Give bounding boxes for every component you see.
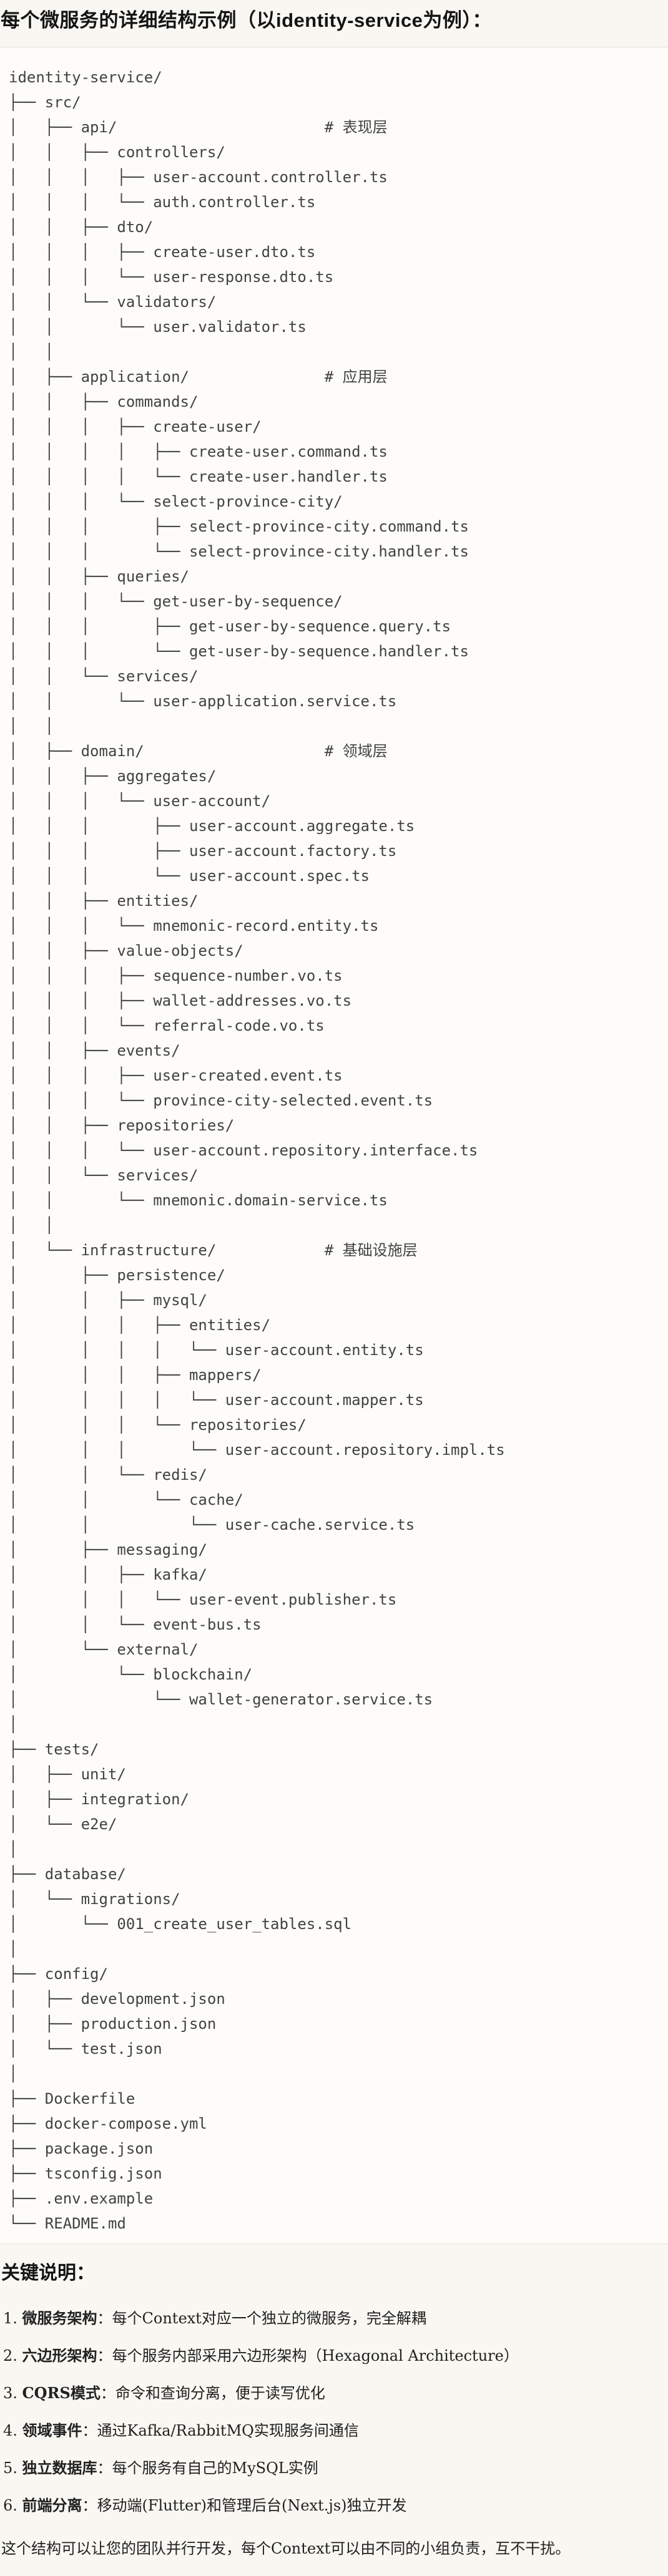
note-number: 1. bbox=[3, 2310, 22, 2327]
note-text: ：每个服务有自己的MySQL实例 bbox=[97, 2459, 318, 2477]
note-item: 4. 领域事件：通过Kafka/RabbitMQ实现服务间通信 bbox=[3, 2419, 666, 2442]
note-text: ：通过Kafka/RabbitMQ实现服务间通信 bbox=[82, 2422, 359, 2439]
notes-heading: 关键说明： bbox=[1, 2263, 95, 2283]
note-label: 独立数据库 bbox=[22, 2459, 97, 2477]
note-item: 6. 前端分离：移动端(Flutter)和管理后台(Next.js)独立开发 bbox=[3, 2494, 666, 2517]
note-item: 5. 独立数据库：每个服务有自己的MySQL实例 bbox=[3, 2456, 666, 2480]
closing-note: 这个结构可以让您的团队并行开发，每个Context可以由不同的小组负责，互不干扰… bbox=[1, 2540, 571, 2557]
notes-list: 1. 微服务架构：每个Context对应一个独立的微服务，完全解耦 2. 六边形… bbox=[3, 2306, 666, 2517]
note-label: 六边形架构 bbox=[22, 2346, 97, 2365]
note-item: 1. 微服务架构：每个Context对应一个独立的微服务，完全解耦 bbox=[3, 2306, 666, 2330]
note-number: 3. bbox=[3, 2384, 22, 2402]
page-title: 每个微服务的详细结构示例（以identity-service为例）： bbox=[1, 9, 492, 31]
note-text: ：移动端(Flutter)和管理后台(Next.js)独立开发 bbox=[82, 2497, 407, 2514]
note-number: 5. bbox=[3, 2459, 22, 2477]
note-text: ：每个Context对应一个独立的微服务，完全解耦 bbox=[97, 2310, 426, 2327]
note-text: ：每个服务内部采用六边形架构（Hexagonal Architecture） bbox=[97, 2347, 519, 2365]
directory-tree: identity-service/ ├── src/ │ ├── api/ # … bbox=[9, 69, 505, 2232]
note-item: 2. 六边形架构：每个服务内部采用六边形架构（Hexagonal Archite… bbox=[3, 2344, 666, 2368]
note-label: 微服务架构 bbox=[22, 2309, 97, 2327]
note-text: ：命令和查询分离，便于读写优化 bbox=[100, 2384, 325, 2402]
note-number: 4. bbox=[3, 2422, 22, 2439]
directory-tree-panel: identity-service/ ├── src/ │ ├── api/ # … bbox=[0, 47, 668, 2244]
notes-section: 关键说明： 1. 微服务架构：每个Context对应一个独立的微服务，完全解耦 … bbox=[0, 2261, 668, 2561]
note-label: 前端分离 bbox=[22, 2496, 82, 2514]
note-item: 3. CQRS模式：命令和查询分离，便于读写优化 bbox=[3, 2381, 666, 2405]
note-number: 6. bbox=[3, 2497, 22, 2514]
note-label: CQRS模式 bbox=[22, 2384, 101, 2402]
note-label: 领域事件 bbox=[22, 2421, 82, 2439]
note-number: 2. bbox=[3, 2347, 22, 2365]
